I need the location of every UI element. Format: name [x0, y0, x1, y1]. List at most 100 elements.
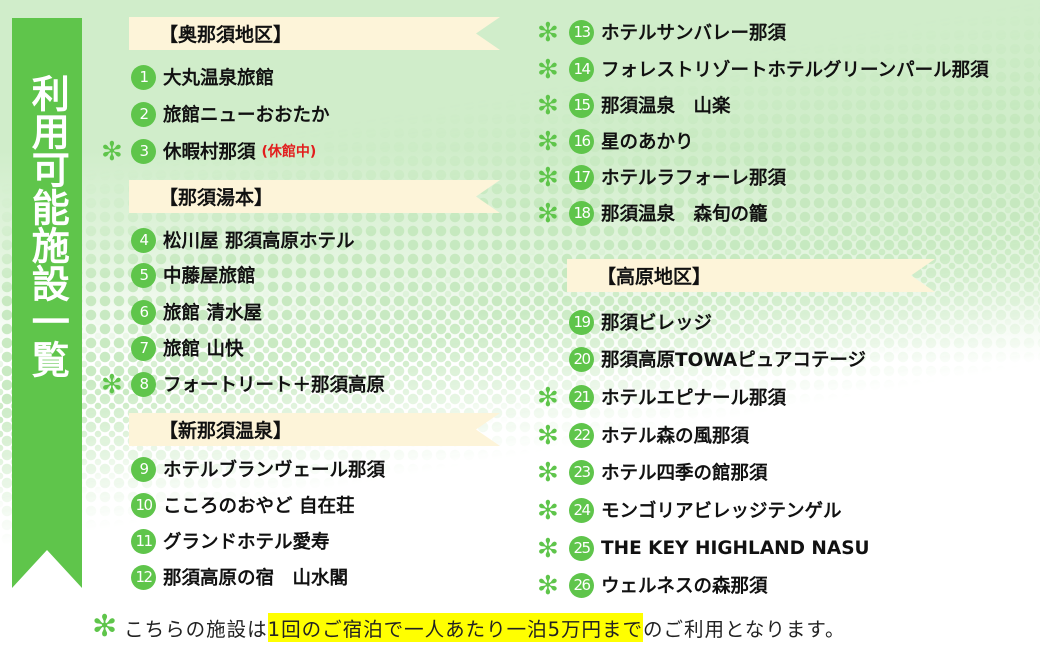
facility-name: 旅館 山快 [163, 339, 244, 360]
facility-name: グランドホテル愛寿 [163, 532, 330, 553]
facility-name: 旅館ニューおおたか [163, 105, 330, 126]
asterisk-icon: ✻ [537, 55, 559, 85]
facility-item: 26 ウェルネスの森那須 [569, 570, 768, 600]
facility-name: ウェルネスの森那須 [601, 576, 768, 597]
number-badge: 11 [131, 528, 156, 554]
facility-name: 大丸温泉旅館 [163, 68, 275, 89]
facility-item: 6 旅館 清水屋 [131, 297, 262, 327]
section-header-shin-nasu-onsen: 【新那須温泉】 [129, 413, 500, 446]
facility-name: 旅館 清水屋 [163, 303, 262, 324]
facility-item: 2 旅館ニューおおたか [131, 99, 330, 129]
facility-item: 3 休暇村那須 (休館中) [131, 136, 316, 166]
facility-name: フォレストリゾートホテルグリーンパール那須 [601, 60, 989, 81]
number-badge: 18 [569, 200, 594, 226]
number-badge: 19 [569, 309, 594, 335]
facility-item: 7 旅館 山快 [131, 333, 243, 363]
facility-item: 17 ホテルラフォーレ那須 [569, 162, 786, 192]
facility-name: 那須温泉 山楽 [601, 96, 731, 117]
asterisk-icon: ✻ [537, 571, 559, 601]
facility-item: 9 ホテルブランヴェール那須 [131, 454, 385, 484]
number-badge: 2 [131, 101, 156, 127]
facility-name: ホテルエピナール那須 [601, 388, 787, 409]
number-badge: 20 [569, 346, 594, 372]
asterisk-icon: ✻ [537, 163, 559, 193]
facility-item: 24 モンゴリアビレッジテンゲル [569, 495, 842, 525]
facility-item: 20 那須高原TOWAピュアコテージ [569, 344, 866, 374]
number-badge: 13 [569, 19, 594, 45]
asterisk-icon: ✻ [537, 383, 559, 413]
footnote-highlight: 1回のご宿泊で一人あたり一泊5万円まで [267, 612, 643, 642]
facility-item: 13 ホテルサンバレー那須 [569, 17, 786, 47]
facility-item: 1 大丸温泉旅館 [131, 62, 274, 92]
facility-item: 18 那須温泉 森旬の籠 [569, 198, 768, 228]
asterisk-icon: ✻ [537, 534, 559, 564]
facility-name: こころのおやど 自在荘 [163, 496, 355, 517]
facility-name: 那須高原TOWAピュアコテージ [601, 350, 866, 371]
facility-name: THE KEY HIGHLAND NASU [601, 537, 870, 559]
facility-name: ホテル森の風那須 [601, 426, 750, 447]
facility-name: モンゴリアビレッジテンゲル [601, 501, 842, 522]
number-badge: 8 [131, 371, 156, 397]
closed-status: (休館中) [261, 144, 317, 160]
facility-name: 松川屋 那須高原ホテル [163, 231, 355, 252]
facility-item: 11 グランドホテル愛寿 [131, 526, 330, 556]
number-badge: 26 [569, 572, 594, 598]
asterisk-icon: ✻ [537, 127, 559, 157]
asterisk-icon: ✻ [537, 496, 559, 526]
facility-item: 16 星のあかり [569, 126, 694, 156]
facility-name: 休暇村那須 [163, 142, 256, 163]
number-badge: 16 [569, 128, 594, 154]
asterisk-icon: ✻ [101, 370, 123, 400]
section-header-kogen: 【高原地区】 [567, 259, 935, 292]
asterisk-icon: ✻ [537, 199, 559, 229]
facility-name: フォートリート＋那須高原 [163, 375, 386, 396]
number-badge: 10 [131, 492, 156, 518]
number-badge: 23 [569, 459, 594, 485]
facility-name: 那須ビレッジ [601, 313, 713, 334]
facility-name: 中藤屋旅館 [163, 266, 256, 287]
section-title: 【奥那須地区】 [159, 24, 293, 46]
facility-item: 14 フォレストリゾートホテルグリーンパール那須 [569, 54, 989, 84]
number-badge: 6 [131, 299, 156, 325]
asterisk-icon: ✻ [537, 421, 559, 451]
asterisk-icon: ✻ [537, 91, 559, 121]
facility-item: 8 フォートリート＋那須高原 [131, 369, 385, 399]
facility-item: 19 那須ビレッジ [569, 307, 712, 337]
facility-item: 5 中藤屋旅館 [131, 260, 256, 290]
facility-item: 12 那須高原の宿 山水閣 [131, 562, 348, 592]
asterisk-icon: ✻ [537, 458, 559, 488]
section-title: 【高原地区】 [597, 266, 712, 288]
number-badge: 14 [569, 56, 594, 82]
section-header-nasu-yumoto: 【那須湯本】 [129, 180, 500, 213]
title-banner: 利用可能施設一覧 [12, 18, 82, 588]
number-badge: 1 [131, 64, 156, 90]
facility-name: ホテルラフォーレ那須 [601, 168, 787, 189]
facility-name: ホテル四季の館那須 [601, 463, 768, 484]
asterisk-icon: ✻ [101, 137, 123, 167]
asterisk-icon: ✻ [92, 609, 119, 644]
number-badge: 22 [569, 422, 594, 448]
section-title: 【新那須温泉】 [159, 420, 293, 442]
number-badge: 7 [131, 335, 156, 361]
number-badge: 9 [131, 456, 156, 482]
facility-name: ホテルサンバレー那須 [601, 23, 787, 44]
facility-name: 星のあかり [601, 132, 694, 153]
facility-item: 4 松川屋 那須高原ホテル [131, 225, 354, 255]
number-badge: 3 [131, 138, 156, 164]
number-badge: 12 [131, 564, 156, 590]
facility-item: 23 ホテル四季の館那須 [569, 457, 768, 487]
number-badge: 4 [131, 227, 156, 253]
facility-item: 21 ホテルエピナール那須 [569, 382, 786, 412]
footnote-suffix: のご利用となります。 [642, 617, 846, 641]
section-title: 【那須湯本】 [159, 187, 274, 209]
facility-item: 10 こころのおやど 自在荘 [131, 490, 354, 520]
footnote-prefix: こちらの施設は [124, 617, 268, 641]
asterisk-icon: ✻ [537, 18, 559, 48]
number-badge: 25 [569, 535, 594, 561]
facility-name: 那須温泉 森旬の籠 [601, 204, 768, 225]
number-badge: 21 [569, 384, 594, 410]
number-badge: 5 [131, 262, 156, 288]
facility-item: 22 ホテル森の風那須 [569, 420, 749, 450]
facility-item: 15 那須温泉 山楽 [569, 90, 731, 120]
section-header-okunasu: 【奥那須地区】 [129, 17, 500, 50]
